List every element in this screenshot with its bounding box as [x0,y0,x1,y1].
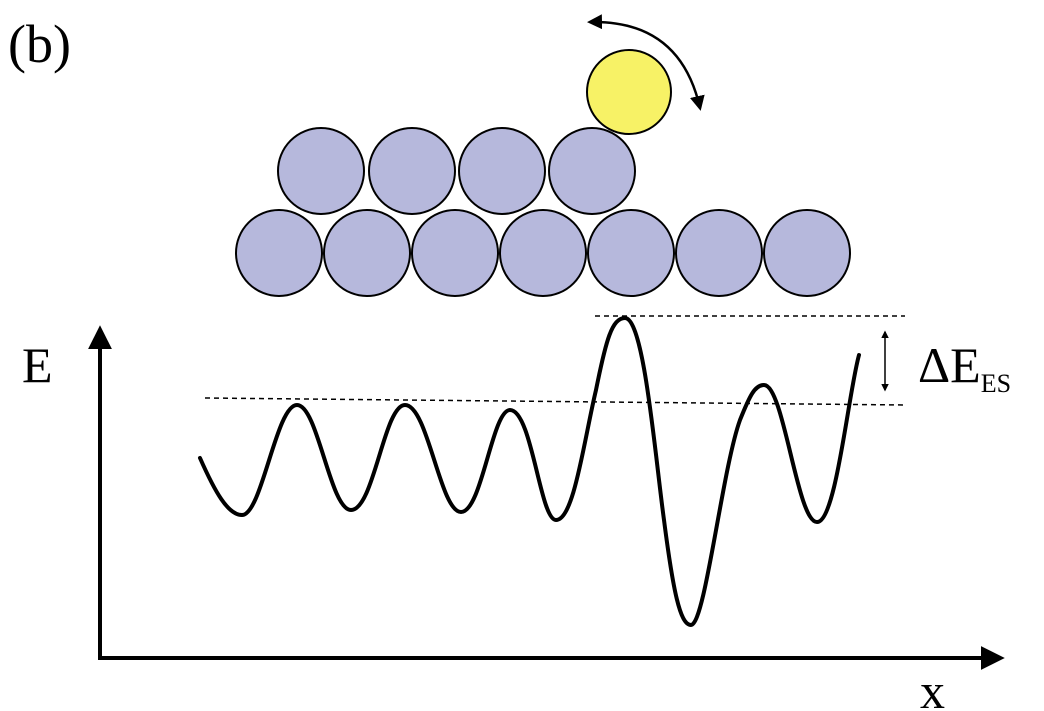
step-atom [277,127,365,215]
step-atom [458,127,546,215]
substrate-atom [235,209,323,297]
barrier-subscript: ES [981,369,1011,398]
step-atom [368,127,456,215]
substrate-atom [411,209,499,297]
step-atom [548,127,636,215]
substrate-atom [763,209,851,297]
potential-energy-curve [198,316,861,627]
adatom [586,49,672,135]
barrier-delta: Δ [918,337,950,393]
substrate-atom [323,209,411,297]
hopping-arrow [587,14,705,111]
substrate-atom [587,209,675,297]
substrate-atom [499,209,587,297]
substrate-step-row [277,127,636,215]
x-axis-label: x [920,663,945,711]
barrier-label: ΔEES [918,337,1011,398]
substrate-bottom-row [235,209,851,297]
y-axis-label: E [22,337,53,393]
barrier-symbol: E [950,337,981,393]
substrate-atom [675,209,763,297]
terrace-reference-line [204,397,906,406]
panel-label: (b) [8,14,71,74]
